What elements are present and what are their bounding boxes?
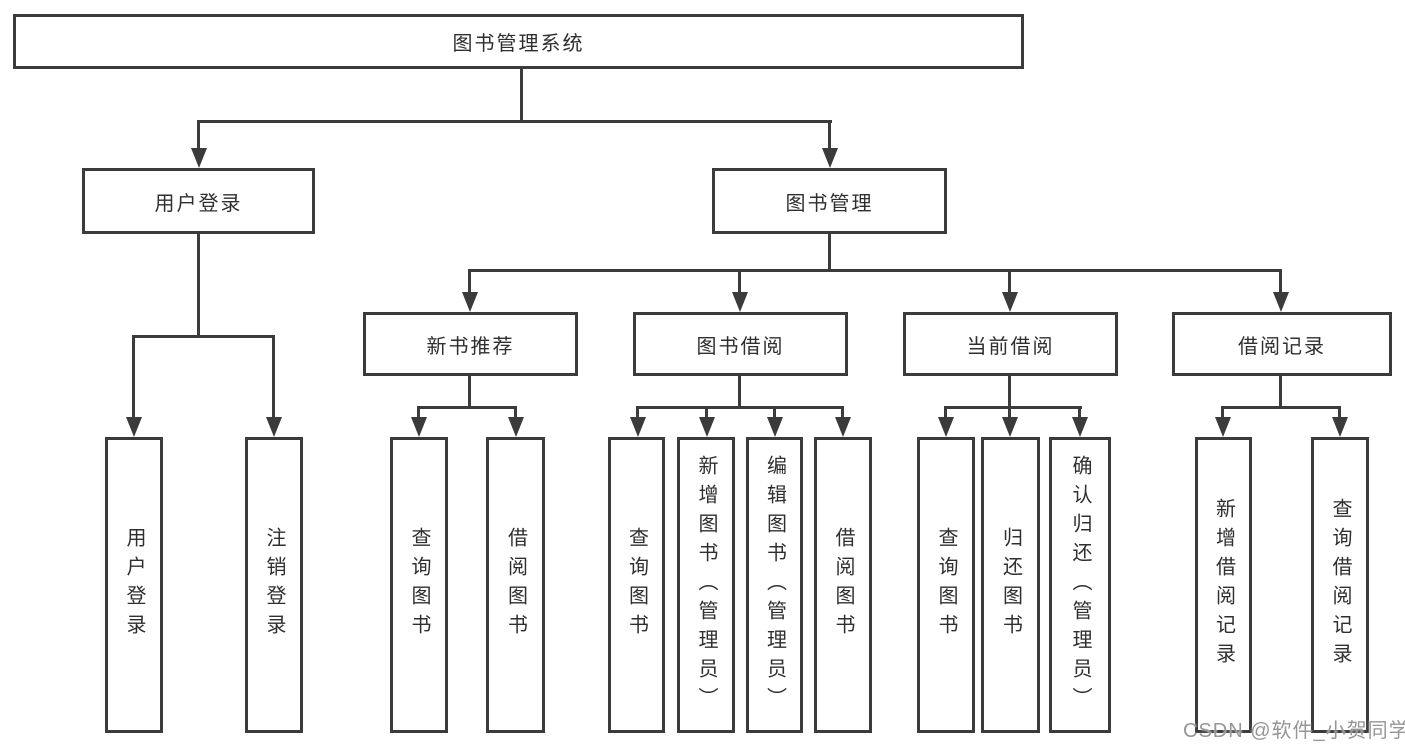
connector-line bbox=[1008, 376, 1011, 409]
arrow-down-icon bbox=[126, 417, 142, 437]
connector-line bbox=[1078, 406, 1081, 421]
leaf-label: 查询图书 bbox=[625, 527, 648, 643]
connector-line bbox=[1008, 269, 1011, 296]
connector-line bbox=[944, 406, 947, 421]
connector-line bbox=[1221, 406, 1341, 409]
connector-line bbox=[828, 234, 831, 272]
leaf-label: 注销登录 bbox=[263, 527, 285, 643]
leaf-confirm-return-admin: 确认归还（管理员） bbox=[1049, 437, 1111, 733]
arrow-down-icon bbox=[938, 417, 954, 437]
leaf-label: 借阅图书 bbox=[504, 527, 527, 643]
connector-line bbox=[468, 376, 471, 409]
leaf-label: 查询图书 bbox=[408, 527, 430, 643]
connector-line bbox=[1279, 376, 1282, 409]
connector-line bbox=[841, 406, 844, 421]
leaf-search-books: 查询图书 bbox=[608, 437, 665, 733]
arrow-down-icon bbox=[266, 417, 282, 437]
arrow-down-icon bbox=[822, 148, 838, 168]
connector-line bbox=[197, 120, 200, 152]
arrow-down-icon bbox=[1002, 292, 1018, 312]
leaf-label: 查询图书 bbox=[935, 527, 957, 643]
arrow-down-icon bbox=[411, 417, 427, 437]
connector-line bbox=[1221, 406, 1224, 421]
connector-line bbox=[417, 406, 420, 421]
node-book-borrow: 图书借阅 bbox=[633, 312, 848, 376]
csdn-watermark: CSDN @软件_小贺同学 bbox=[1183, 720, 1405, 742]
leaf-label: 借阅图书 bbox=[832, 527, 854, 643]
connector-line bbox=[636, 406, 844, 409]
arrow-down-icon bbox=[1002, 417, 1018, 437]
leaf-borrow-books: 借阅图书 bbox=[814, 437, 872, 733]
node-label: 用户登录 bbox=[154, 192, 243, 215]
node-user-login: 用户登录 bbox=[82, 168, 315, 234]
leaf-search-borrow-record: 查询借阅记录 bbox=[1311, 437, 1369, 733]
leaf-borrow-books: 借阅图书 bbox=[486, 437, 545, 733]
connector-line bbox=[514, 406, 517, 421]
connector-line bbox=[705, 406, 708, 421]
arrow-down-icon bbox=[508, 417, 524, 437]
leaf-label: 归还图书 bbox=[999, 527, 1022, 643]
node-library-management-system: 图书管理系统 bbox=[13, 14, 1024, 69]
connector-line bbox=[1338, 406, 1341, 421]
connector-line bbox=[468, 269, 471, 296]
node-label: 借阅记录 bbox=[1238, 335, 1326, 358]
leaf-label: 用户登录 bbox=[123, 527, 145, 643]
connector-line bbox=[1279, 269, 1282, 296]
leaf-user-login: 用户登录 bbox=[105, 437, 163, 733]
node-new-book-recommend: 新书推荐 bbox=[363, 312, 578, 376]
connector-line bbox=[468, 269, 1282, 272]
node-label: 图书管理系统 bbox=[452, 33, 585, 55]
connector-line bbox=[197, 234, 200, 338]
leaf-label: 确认归还（管理员） bbox=[1069, 454, 1091, 716]
leaf-label: 新增借阅记录 bbox=[1212, 498, 1235, 672]
connector-line bbox=[828, 120, 831, 152]
connector-line bbox=[197, 120, 832, 123]
leaf-label: 编辑图书（管理员） bbox=[763, 454, 786, 716]
node-current-borrow: 当前借阅 bbox=[903, 312, 1118, 376]
arrow-down-icon bbox=[699, 417, 715, 437]
connector-line bbox=[738, 269, 741, 296]
arrow-down-icon bbox=[191, 148, 207, 168]
leaf-edit-book-admin: 编辑图书（管理员） bbox=[746, 437, 803, 733]
leaf-return-books: 归还图书 bbox=[981, 437, 1040, 733]
connector-line bbox=[773, 406, 776, 421]
node-label: 图书借阅 bbox=[696, 335, 785, 358]
node-label: 当前借阅 bbox=[966, 335, 1055, 358]
connector-line bbox=[738, 376, 741, 409]
arrow-down-icon bbox=[462, 292, 478, 312]
connector-line bbox=[132, 335, 275, 338]
connector-line bbox=[417, 406, 517, 409]
arrow-down-icon bbox=[835, 417, 851, 437]
arrow-down-icon bbox=[1215, 417, 1231, 437]
connector-line bbox=[520, 69, 523, 122]
node-book-management: 图书管理 bbox=[712, 168, 947, 234]
arrow-down-icon bbox=[1072, 417, 1088, 437]
leaf-logout: 注销登录 bbox=[245, 437, 303, 733]
arrow-down-icon bbox=[1332, 417, 1348, 437]
connector-line bbox=[272, 335, 275, 421]
leaf-label: 查询借阅记录 bbox=[1329, 498, 1351, 672]
leaf-add-borrow-record: 新增借阅记录 bbox=[1195, 437, 1252, 733]
leaf-add-book-admin: 新增图书（管理员） bbox=[677, 437, 735, 733]
leaf-search-books: 查询图书 bbox=[390, 437, 448, 733]
node-borrow-records: 借阅记录 bbox=[1172, 312, 1392, 376]
node-label: 图书管理 bbox=[785, 192, 874, 215]
connector-line bbox=[1008, 406, 1011, 421]
arrow-down-icon bbox=[1273, 292, 1289, 312]
connector-line bbox=[132, 335, 135, 421]
arrow-down-icon bbox=[630, 417, 646, 437]
leaf-search-books: 查询图书 bbox=[917, 437, 975, 733]
connector-line bbox=[636, 406, 639, 421]
arrow-down-icon bbox=[732, 292, 748, 312]
leaf-label: 新增图书（管理员） bbox=[695, 454, 717, 716]
node-label: 新书推荐 bbox=[426, 335, 515, 358]
connector-line bbox=[944, 406, 1082, 409]
arrow-down-icon bbox=[767, 417, 783, 437]
